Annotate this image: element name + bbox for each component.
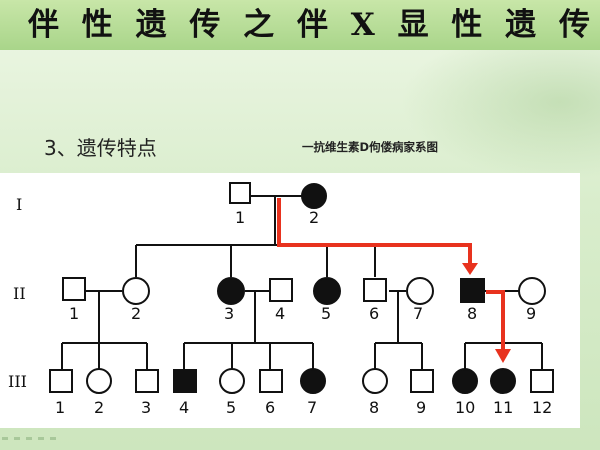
individual-III8-female-unaffected — [362, 368, 388, 394]
individual-III7-female-affected — [300, 368, 326, 394]
pedigree-chart: I II III — [8, 182, 554, 417]
number-III12: 12 — [532, 398, 552, 417]
number-II2: 2 — [131, 304, 141, 323]
individual-III6-male-unaffected — [259, 369, 283, 393]
individual-II6-male-unaffected — [363, 278, 387, 302]
inheritance-path — [277, 198, 505, 351]
individual-III12-male-unaffected — [530, 369, 554, 393]
individual-I1-male-unaffected — [229, 182, 251, 204]
individual-II5-female-affected — [313, 277, 341, 305]
number-II8: 8 — [467, 304, 477, 323]
individual-III10-female-affected — [452, 368, 478, 394]
individual-III3-male-unaffected — [135, 369, 159, 393]
generation-label-III: III — [8, 372, 27, 391]
individual-III5-female-unaffected — [219, 368, 245, 394]
number-III9: 9 — [416, 398, 426, 417]
number-II7: 7 — [413, 304, 423, 323]
number-II3: 3 — [224, 304, 234, 323]
number-III3: 3 — [141, 398, 151, 417]
arrowhead-II8 — [462, 263, 478, 275]
inheritance-arrow-II8-to-III11 — [486, 290, 505, 351]
individual-II9-female-unaffected — [518, 277, 546, 305]
number-I1: 1 — [235, 208, 245, 227]
title-band — [0, 0, 600, 50]
individual-numbers: 1 2 1 2 3 4 5 6 7 8 9 1 2 3 4 5 6 7 8 9 … — [55, 208, 552, 417]
pedigree-symbols — [49, 182, 554, 394]
background-leaf-decoration — [400, 50, 600, 180]
individual-III4-male-affected — [173, 369, 197, 393]
individual-III2-female-unaffected — [86, 368, 112, 394]
number-II9: 9 — [526, 304, 536, 323]
individual-III9-male-unaffected — [410, 369, 434, 393]
slide-title: 伴 性 遗 传 之 伴 X 显 性 遗 传 — [28, 7, 596, 43]
section-heading: 3、遗传特点 — [44, 136, 157, 160]
individual-II1-male-unaffected — [62, 277, 86, 301]
number-III8: 8 — [369, 398, 379, 417]
individual-II7-female-unaffected — [406, 277, 434, 305]
number-II4: 4 — [275, 304, 285, 323]
number-III5: 5 — [226, 398, 236, 417]
number-III7: 7 — [307, 398, 317, 417]
number-II1: 1 — [69, 304, 79, 323]
generation-label-II: II — [13, 284, 26, 303]
individual-III11-female-affected — [490, 368, 516, 394]
individual-I2-female-affected — [301, 183, 327, 209]
number-III6: 6 — [265, 398, 275, 417]
number-II5: 5 — [321, 304, 331, 323]
number-III4: 4 — [179, 398, 189, 417]
individual-II8-male-affected — [460, 278, 485, 303]
footer-decoration — [2, 437, 56, 440]
number-III2: 2 — [94, 398, 104, 417]
individual-III1-male-unaffected — [49, 369, 73, 393]
individual-II2-female-unaffected — [122, 277, 150, 305]
individual-II3-female-affected — [217, 277, 245, 305]
arrowhead-III11 — [495, 349, 511, 363]
number-III11: 11 — [493, 398, 513, 417]
inheritance-arrow-I2-to-II8 — [277, 198, 472, 265]
individual-II4-male-unaffected — [269, 278, 293, 302]
number-I2: 2 — [309, 208, 319, 227]
number-III10: 10 — [455, 398, 475, 417]
number-II6: 6 — [369, 304, 379, 323]
generation-label-I: I — [16, 195, 22, 214]
diagram-caption: 一抗维生素D佝偻病家系图 — [302, 140, 439, 154]
number-III1: 1 — [55, 398, 65, 417]
